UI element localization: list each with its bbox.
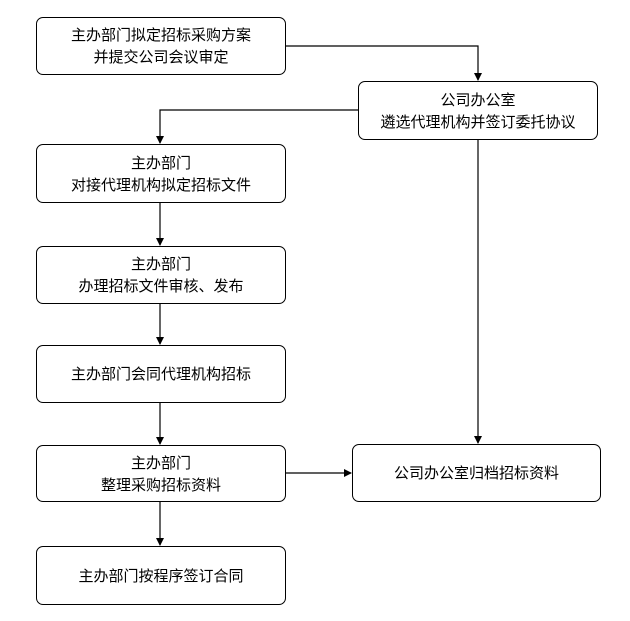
arrow-office-to-dept-docs: [156, 109, 358, 144]
node-dept-bidding: 主办部门会同代理机构招标: [36, 345, 286, 403]
node-dept-docs-line1: 主办部门: [130, 153, 191, 172]
node-dept-contract-line1: 主办部门按程序签订合同: [78, 566, 244, 585]
node-dept-organize: 主办部门 整理采购招标资料: [36, 445, 286, 502]
node-dept-docs-line2: 对接代理机构拟定招标文件: [70, 175, 251, 194]
arrow-plan-to-office: [286, 45, 482, 81]
node-dept-review: 主办部门 办理招标文件审核、发布: [36, 246, 286, 304]
node-draft-plan: 主办部门拟定招标采购方案 并提交公司会议审定: [36, 17, 286, 75]
node-office-select: 公司办公室 遴选代理机构并签订委托协议: [358, 81, 598, 140]
node-dept-docs: 主办部门 对接代理机构拟定招标文件: [36, 144, 286, 203]
node-office-select-line1: 公司办公室: [440, 90, 516, 109]
node-draft-plan-line1: 主办部门拟定招标采购方案: [70, 26, 251, 44]
node-office-archive: 公司办公室归档招标资料: [352, 444, 601, 502]
node-dept-review-line1: 主办部门: [130, 255, 191, 273]
node-dept-review-line2: 办理招标文件审核、发布: [78, 277, 244, 295]
node-dept-organize-line2: 整理采购招标资料: [100, 475, 221, 494]
node-dept-contract: 主办部门按程序签订合同: [36, 546, 286, 605]
node-office-archive-line1: 公司办公室归档招标资料: [393, 464, 559, 482]
node-dept-bidding-line1: 主办部门会同代理机构招标: [70, 365, 251, 383]
node-dept-organize-line1: 主办部门: [130, 453, 191, 472]
node-draft-plan-line2: 并提交公司会议审定: [93, 48, 229, 66]
node-office-select-line2: 遴选代理机构并签订委托协议: [380, 112, 576, 131]
